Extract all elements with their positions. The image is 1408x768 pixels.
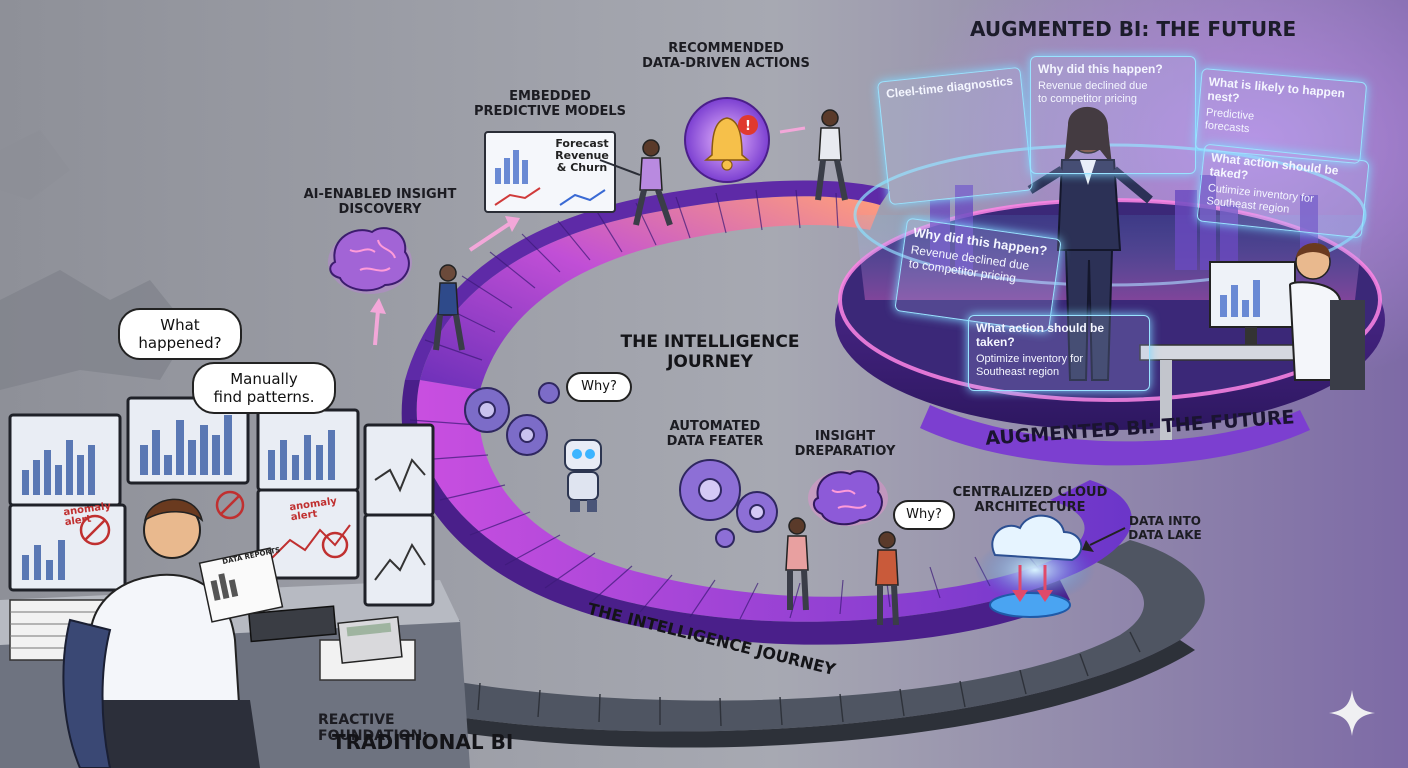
cloud-icon	[975, 514, 1095, 618]
brain-icon	[808, 470, 888, 526]
diagnostics-panel: Cleel-time diagnostics	[876, 66, 1034, 206]
data-report	[198, 547, 284, 623]
forecast-board	[484, 131, 641, 213]
brain-icon	[328, 227, 412, 294]
tablet-person	[785, 517, 809, 611]
reactive-foundation-label: REACTIVE FOUNDATION:	[318, 712, 428, 745]
traditional-bi-label: TRADITIONAL BI	[332, 730, 514, 754]
why-person-bubble: Why?	[893, 500, 955, 530]
future-analyst	[1139, 243, 1365, 440]
bell-alert-icon: !	[684, 97, 770, 183]
why-happen-panel-top: Why did this happen? Revenue declined du…	[1030, 56, 1196, 174]
action-question: What action should be taken?	[976, 321, 1104, 349]
why-robot-bubble: Why?	[566, 372, 632, 402]
what-happened-bubble: What happened?	[118, 308, 242, 360]
monitor-wall	[8, 396, 435, 607]
data-lake-label: DATA INTO DATA LAKE	[1128, 514, 1202, 542]
presenter-person	[633, 139, 673, 226]
embedded-models-label: EMBEDDED PREDICTIVE MODELS	[473, 89, 627, 119]
grey-staircase	[330, 540, 1205, 748]
gear-icon	[679, 459, 778, 548]
traditional-analyst	[62, 498, 260, 768]
traditional-desk	[0, 396, 470, 768]
sparkle-icon	[1329, 690, 1375, 736]
insight-preparation-label: INSIGHT DREPARATIOY	[794, 429, 896, 459]
recommended-actions-label: RECOMMENDED DATA-DRIVEN ACTIONS	[642, 41, 810, 71]
why-happen-answer: Revenue declined due to competitor prici…	[1038, 80, 1148, 105]
why-happen-question: Why did this happen?	[1038, 62, 1163, 76]
gear-icon	[464, 382, 560, 456]
climber-person	[433, 264, 465, 351]
svg-text:!: !	[745, 119, 751, 134]
spiral-staircase	[401, 180, 1132, 645]
cloud-architecture-label: CENTRALIZED CLOUD ARCHITECTURE	[952, 485, 1108, 515]
action-answer: Optimize inventory for Southeast region	[976, 353, 1083, 378]
augmented-bi-heading: AUGMENTED BI: THE FUTURE	[970, 17, 1297, 41]
automated-data-label: AUTOMATED DATA FEATER	[666, 419, 764, 449]
manually-find-bubble: Manually find patterns.	[192, 362, 336, 414]
walking-person	[815, 109, 848, 201]
questioning-person	[875, 531, 899, 626]
forecast-board-text: Forecast Revenue & Churn	[555, 137, 609, 175]
action-panel-low: What action should be taken? Optimize in…	[968, 315, 1150, 391]
robot-icon	[564, 439, 602, 512]
journey-center-title: THE INTELLIGENCE JOURNEY	[620, 332, 800, 372]
calculator-icon	[337, 616, 403, 664]
ai-insight-label: AI-ENABLED INSIGHT DISCOVERY	[303, 187, 457, 217]
